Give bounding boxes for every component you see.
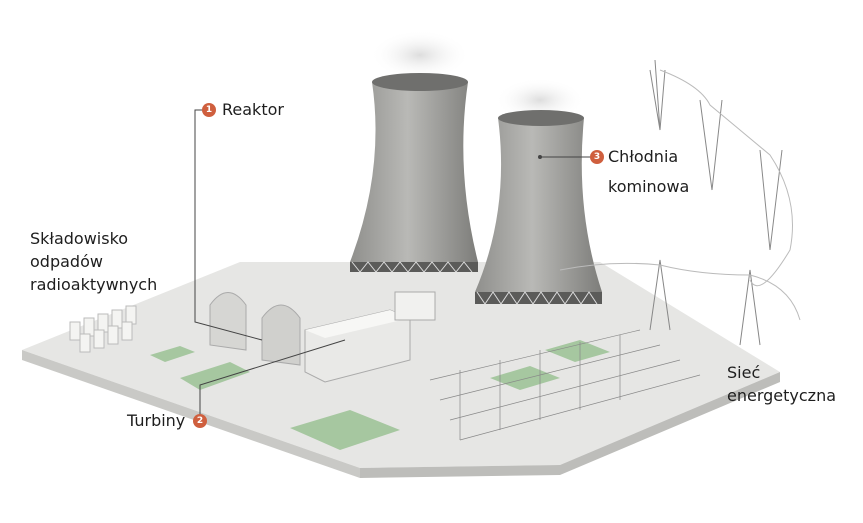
waste-storage-containers — [69, 305, 137, 353]
switchyard — [429, 329, 701, 441]
cooling-tower-2 — [475, 78, 602, 305]
cooling-tower-number-badge: 3 — [590, 150, 604, 164]
turbines-label: Turbiny — [127, 411, 186, 430]
power-lines — [559, 59, 801, 346]
grid-label-line2: energetyczna — [727, 386, 837, 405]
waste-label-line3: radioaktywnych — [30, 275, 158, 294]
turbines-number-badge: 2 — [193, 414, 207, 428]
grid-label-line1: Sieć — [727, 363, 761, 382]
cooling-tower-label-line1: Chłodnia — [608, 147, 679, 166]
cooling-tower-1 — [350, 30, 478, 273]
reactor-buildings — [209, 292, 301, 366]
reactor-label: Reaktor — [222, 100, 284, 119]
waste-label-line1: Składowisko — [30, 229, 129, 248]
cooling-tower-label-line2: kominowa — [608, 177, 690, 196]
waste-label-line2: odpadów — [30, 252, 103, 271]
grass-areas — [150, 340, 610, 450]
leader-lines — [194, 109, 590, 418]
turbine-hall — [304, 291, 436, 383]
reactor-number-badge: 1 — [202, 103, 216, 117]
